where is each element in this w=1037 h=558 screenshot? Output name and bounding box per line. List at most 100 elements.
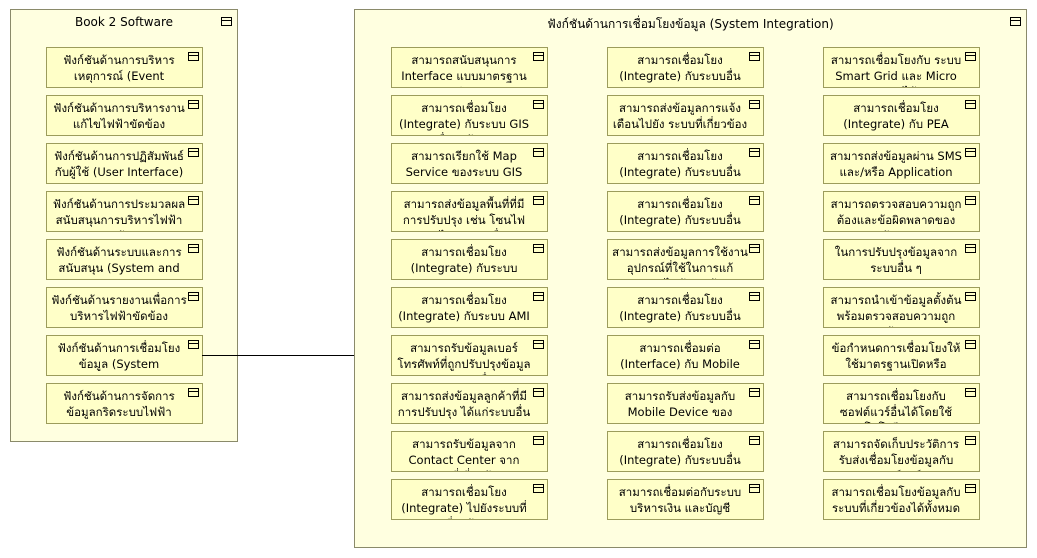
component-box[interactable]: ฟังก์ชันด้านการประมวลผลสนับสนุนการบริหาร… xyxy=(46,191,203,232)
component-label: สามารถเชื่อมโยง (Integrate) กับระบบอื่น xyxy=(619,149,741,179)
component-box[interactable]: สามารถเชื่อมโยง (Integrate) กับระบบอื่น xyxy=(607,287,764,328)
component-icon xyxy=(749,196,760,205)
component-box[interactable]: สามารถเชื่อมโยง (Integrate) กับระบบ AMI xyxy=(391,287,548,328)
component-box[interactable]: สามารถเชื่อมโยง (Integrate) กับระบบ SCAD… xyxy=(391,239,548,280)
component-label: สามารถส่งข้อมูลการใช้งานอุปกรณ์ที่ใช้ในก… xyxy=(612,245,748,279)
component-box[interactable]: สามารถส่งข้อมูลพื้นที่ที่มีการปรับปรุง เ… xyxy=(391,191,548,232)
component-box[interactable]: สามารถเชื่อมโยง (Integrate) กับ PEA Appl… xyxy=(823,95,980,136)
component-box[interactable]: สามารถส่งข้อมูลการแจ้งเตือนไปยัง ระบบที่… xyxy=(607,95,764,136)
component-icon xyxy=(749,340,760,349)
component-box[interactable]: สามารถส่งข้อมูลลูกค้าที่มีการปรับปรุง ได… xyxy=(391,383,548,424)
component-icon xyxy=(749,148,760,157)
connector-line xyxy=(202,355,355,356)
component-icon xyxy=(533,340,544,349)
component-box[interactable]: สามารถนำเข้าข้อมูลตั้งต้นพร้อมตรวจสอบควา… xyxy=(823,287,980,328)
component-box[interactable]: สามารถเรียกใช้ Map Service ของระบบ GIS xyxy=(391,143,548,184)
component-label: สามารถตรวจสอบความถูกต้องและข้อผิดพลาดของ… xyxy=(830,197,962,231)
component-label: สามารถเชื่อมโยง (Integrate) กับระบบอื่น xyxy=(619,197,741,227)
component-box[interactable]: สามารถส่งข้อมูลผ่าน SMS และ/หรือ Applica… xyxy=(823,143,980,184)
component-box[interactable]: สามารถส่งข้อมูลการใช้งานอุปกรณ์ที่ใช้ในก… xyxy=(607,239,764,280)
component-box[interactable]: ฟังก์ชันด้านรายงานเพื่อการบริหารไฟฟ้าขัด… xyxy=(46,287,203,328)
component-icon xyxy=(533,148,544,157)
component-icon xyxy=(188,196,199,205)
component-box[interactable]: ฟังก์ชันด้านการจัดการข้อมูลกริดระบบไฟฟ้า… xyxy=(46,383,203,424)
component-box[interactable]: สามารถเชื่อมโยง (Integrate) กับระบบอื่น xyxy=(607,191,764,232)
group-title: ฟังก์ชันด้านการเชื่อมโยงข้อมูล (System I… xyxy=(547,17,834,31)
component-icon xyxy=(749,52,760,61)
component-box[interactable]: ฟังก์ชันด้านการบริหารงานแก้ไขไฟฟ้าขัดข้อ… xyxy=(46,95,203,136)
component-label: สามารถเชื่อมโยงกับ ระบบ Smart Grid และ M… xyxy=(830,53,962,87)
component-label: ฟังก์ชันด้านการบริหารเหตุการณ์ (Event Ma… xyxy=(63,53,175,87)
component-label: สามารถรับข้อมูลเบอร์โทรศัพท์ที่ถูกปรับปร… xyxy=(397,341,531,375)
component-box[interactable]: ในการปรับปรุงข้อมูลจากระบบอื่น ๆ xyxy=(823,239,980,280)
component-icon xyxy=(533,52,544,61)
component-label: สามารถเชื่อมโยง (Integrate) ไปยังระบบที่… xyxy=(401,485,527,519)
component-label: สามารถเชื่อมโยง (Integrate) กับ PEA Appl… xyxy=(843,101,949,135)
component-icon xyxy=(749,244,760,253)
component-box[interactable]: สามารถรับข้อมูลจาก Contact Center จากระบ… xyxy=(391,431,548,472)
component-label: สามารถเชื่อมโยงกับซอฟต์แวร์อื่นได้โดยใช้… xyxy=(839,389,953,423)
component-box[interactable]: สามารถสนับสนุนการ Interface แบบมาตรฐานเป… xyxy=(391,47,548,88)
component-icon xyxy=(188,340,199,349)
component-label: สามารถส่งข้อมูลการแจ้งเตือนไปยัง ระบบที่… xyxy=(612,101,748,131)
component-box[interactable]: สามารถเชื่อมต่อกับระบบบริหารเงิน และบัญช… xyxy=(607,479,764,520)
component-icon xyxy=(533,484,544,493)
component-box[interactable]: สามารถตรวจสอบความถูกต้องและข้อผิดพลาดของ… xyxy=(823,191,980,232)
component-label: ในการปรับปรุงข้อมูลจากระบบอื่น ๆ xyxy=(834,245,958,275)
component-icon xyxy=(188,292,199,301)
group-book2-software[interactable]: Book 2 Software ฟังก์ชันด้านการบริหารเหต… xyxy=(10,9,238,442)
component-icon xyxy=(749,100,760,109)
component-label: สามารถส่งข้อมูลลูกค้าที่มีการปรับปรุง ได… xyxy=(397,389,531,419)
component-icon xyxy=(965,484,976,493)
component-box[interactable]: ฟังก์ชันด้านการบริหารเหตุการณ์ (Event Ma… xyxy=(46,47,203,88)
component-box[interactable]: ฟังก์ชันด้านการปฏิสัมพันธ์กับผู้ใช้ (Use… xyxy=(46,143,203,184)
component-icon xyxy=(965,340,976,349)
component-box[interactable]: สามารถเชื่อมโยง (Integrate) กับระบบอื่น xyxy=(607,143,764,184)
component-icon xyxy=(965,100,976,109)
group-title: Book 2 Software xyxy=(74,15,174,29)
component-label: สามารถจัดเก็บประวัติการรับส่งเชื่อมโยงข้… xyxy=(832,437,960,471)
component-label: สามารถเชื่อมโยง (Integrate) กับระบบ SCAD… xyxy=(410,245,518,279)
component-icon xyxy=(188,244,199,253)
component-icon xyxy=(533,244,544,253)
component-box[interactable]: สามารถเชื่อมโยงข้อมูลกับระบบที่เกี่ยวข้อ… xyxy=(823,479,980,520)
component-label: สามารถเชื่อมโยง (Integrate) กับระบบอื่น xyxy=(619,437,741,467)
component-label: ข้อกำหนดการเชื่อมโยงให้ใช้มาตรฐานเปิดหรื… xyxy=(831,341,961,375)
component-icon xyxy=(221,17,232,26)
component-icon xyxy=(188,148,199,157)
component-label: สามารถเชื่อมต่อกับระบบบริหารเงิน และบัญช… xyxy=(618,485,742,515)
component-box[interactable]: สามารถจัดเก็บประวัติการรับส่งเชื่อมโยงข้… xyxy=(823,431,980,472)
component-label: ฟังก์ชันด้านการจัดการข้อมูลกริดระบบไฟฟ้า… xyxy=(63,389,175,423)
component-icon xyxy=(533,388,544,397)
component-label: สามารถรับส่งข้อมูลกับ Mobile Device ของพ… xyxy=(624,389,736,423)
component-icon xyxy=(188,52,199,61)
component-label: สามารถเรียกใช้ Map Service ของระบบ GIS xyxy=(405,149,523,179)
component-box[interactable]: สามารถรับส่งข้อมูลกับ Mobile Device ของพ… xyxy=(607,383,764,424)
component-icon xyxy=(749,388,760,397)
component-icon xyxy=(965,244,976,253)
component-box-system-integration[interactable]: ฟังก์ชันด้านการเชื่อมโยงข้อมูล (System I… xyxy=(46,335,203,376)
component-box[interactable]: สามารถรับข้อมูลเบอร์โทรศัพท์ที่ถูกปรับปร… xyxy=(391,335,548,376)
component-icon xyxy=(749,292,760,301)
component-label: สามารถนำเข้าข้อมูลตั้งต้นพร้อมตรวจสอบควา… xyxy=(830,293,962,327)
component-box[interactable]: สามารถเชื่อมโยงกับซอฟต์แวร์อื่นได้โดยใช้… xyxy=(823,383,980,424)
component-box[interactable]: ฟังก์ชันด้านระบบและการสนับสนุน (System a… xyxy=(46,239,203,280)
component-box[interactable]: สามารถเชื่อมโยง (Integrate) กับระบบ GIS … xyxy=(391,95,548,136)
group-system-integration[interactable]: ฟังก์ชันด้านการเชื่อมโยงข้อมูล (System I… xyxy=(354,9,1027,548)
component-box[interactable]: สามารถเชื่อมโยง (Integrate) ไปยังระบบที่… xyxy=(391,479,548,520)
component-icon xyxy=(965,148,976,157)
component-box[interactable]: สามารถเชื่อมโยง (Integrate) กับระบบอื่น xyxy=(607,431,764,472)
component-box[interactable]: สามารถเชื่อมโยงกับ ระบบ Smart Grid และ M… xyxy=(823,47,980,88)
component-icon xyxy=(749,484,760,493)
component-label: ฟังก์ชันด้านการปฏิสัมพันธ์กับผู้ใช้ (Use… xyxy=(54,149,184,179)
component-box[interactable]: สามารถเชื่อมโยง (Integrate) กับระบบอื่น xyxy=(607,47,764,88)
component-label: สามารถเชื่อมโยง (Integrate) กับระบบอื่น xyxy=(619,293,741,323)
component-icon xyxy=(965,52,976,61)
component-icon xyxy=(965,388,976,397)
component-box[interactable]: สามารถเชื่อมต่อ (Interface) กับ Mobile D… xyxy=(607,335,764,376)
component-icon xyxy=(965,292,976,301)
component-label: สามารถส่งข้อมูลผ่าน SMS และ/หรือ Applica… xyxy=(830,149,962,179)
component-label: สามารถสนับสนุนการ Interface แบบมาตรฐานเป… xyxy=(401,53,527,87)
component-label: ฟังก์ชันด้านการเชื่อมโยงข้อมูล (System I… xyxy=(57,341,181,375)
component-box[interactable]: ข้อกำหนดการเชื่อมโยงให้ใช้มาตรฐานเปิดหรื… xyxy=(823,335,980,376)
